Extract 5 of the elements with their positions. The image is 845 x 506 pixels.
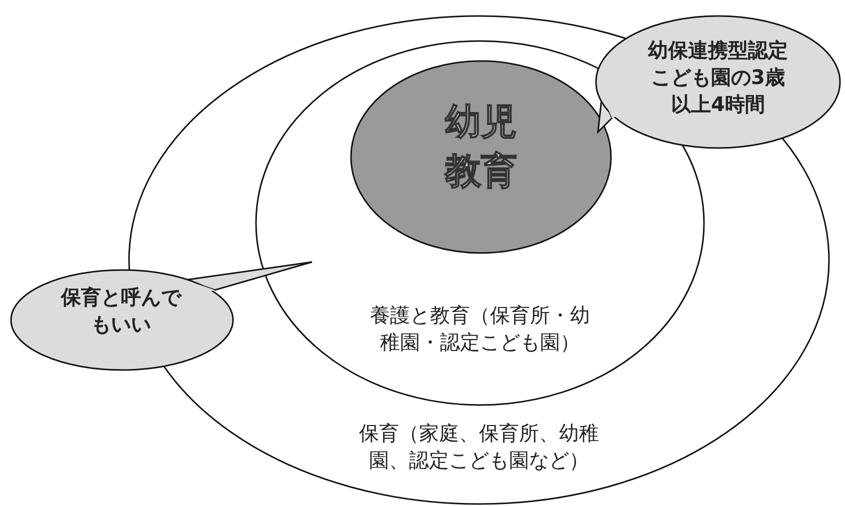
bubble-text: 幼保連携型認定こども園の3歳以上4時間 xyxy=(647,37,789,118)
region-label: 養護と教育（保育所・幼稚園・認定こども園） xyxy=(369,302,591,356)
region-label: 保育（家庭、保育所、幼稚園、認定こども園など） xyxy=(358,420,600,474)
bubble-text: 保育と呼んでもいい xyxy=(60,284,183,338)
region-title: 幼児教育 xyxy=(443,101,518,194)
